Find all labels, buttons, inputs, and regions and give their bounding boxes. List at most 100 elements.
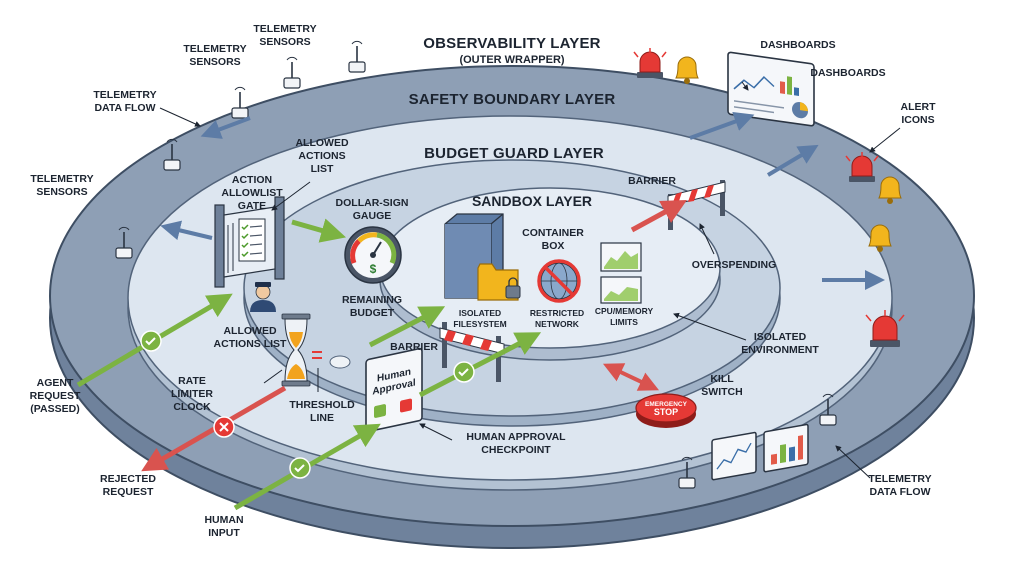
label-dollar-sign-gauge-b: GAUGE [353, 210, 392, 222]
arrow-inner-left [160, 220, 213, 241]
label-telemetry-sensors-1a: TELEMETRY [253, 23, 316, 35]
checkpoint-marker [329, 355, 351, 369]
label-rejected-request-b: REQUEST [103, 486, 154, 498]
label-dashboards-1: DASHBOARDS [760, 39, 835, 51]
rings [49, 65, 975, 549]
label-remaining-budget-a: REMAINING [342, 294, 402, 306]
label-action-allowlist-gate-c: GATE [238, 200, 266, 212]
check-circle-icon [289, 457, 311, 479]
label-agent-request-b: REQUEST [30, 390, 81, 402]
label-restricted-network-b: NETWORK [535, 319, 580, 329]
label-rate-limiter-clock-c: CLOCK [173, 401, 211, 413]
guard-icon [250, 282, 276, 312]
cpu-memory-charts-icon [600, 242, 642, 304]
thumbs-up-icon [374, 404, 386, 418]
observability-layer-title: OBSERVABILITY LAYER [423, 35, 600, 52]
label-isolated-environment-a: ISOLATED [754, 331, 807, 343]
label-human-approval-checkpoint-a: HUMAN APPROVAL [466, 431, 566, 443]
label-allowed-actions-list-top-a: ALLOWED [295, 137, 348, 149]
emergency-stop-button[interactable]: EMERGENCY STOP [635, 393, 697, 428]
antenna-icon [163, 138, 181, 171]
label-kill-switch-a: KILL [710, 373, 734, 385]
threshold-line-icon [312, 351, 322, 359]
label-alert-icons-a: ALERT [901, 101, 937, 113]
label-dashboards-2: DASHBOARDS [810, 67, 885, 79]
arrow-telemetry-in [200, 116, 251, 139]
check-circle-icon [453, 361, 475, 383]
label-threshold-line-b: LINE [310, 412, 334, 424]
label-allowed-actions-list-top-b: ACTIONS [298, 150, 345, 162]
label-alert-icons-b: ICONS [901, 114, 934, 126]
label-telemetry-sensors-3a: TELEMETRY [30, 173, 93, 185]
label-agent-request-c: (PASSED) [30, 403, 79, 415]
label-telemetry-data-flow-right-b: DATA FLOW [869, 486, 930, 498]
observability-layer-subtitle: (OUTER WRAPPER) [459, 54, 564, 66]
thumbs-down-icon [400, 398, 412, 413]
antenna-icon [819, 393, 837, 426]
label-allowed-actions-list-top-c: LIST [311, 163, 334, 175]
label-isolated-filesystem-a: ISOLATED [459, 308, 501, 318]
label-isolated-filesystem-b: FILESYSTEM [453, 319, 506, 329]
label-telemetry-data-flow-right-a: TELEMETRY [868, 473, 931, 485]
alarm-light-icon [633, 48, 667, 78]
bell-icon [878, 176, 902, 204]
label-telemetry-sensors-3b: SENSORS [36, 186, 87, 198]
telemetry-flow-arrows [160, 112, 885, 290]
label-isolated-environment-b: ENVIRONMENT [741, 344, 819, 356]
label-human-input-b: INPUT [208, 527, 240, 539]
folder-lock-icon [477, 263, 521, 301]
label-restricted-network-a: RESTRICTED [530, 308, 584, 318]
svg-text:$: $ [370, 262, 377, 276]
human-approval-card: Human Approval [365, 347, 423, 433]
annotation-labels: TELEMETRY SENSORS TELEMETRY SENSORS TELE… [30, 23, 936, 539]
label-container-box-b: BOX [542, 240, 565, 252]
label-allowed-actions-list-bottom-b: ACTIONS LIST [214, 338, 288, 350]
safety-boundary-layer-title: SAFETY BOUNDARY LAYER [409, 91, 616, 108]
request-flow-arrows [76, 200, 687, 511]
allowlist-to-budget-arrow [291, 218, 347, 243]
emergency-stop-line-2: STOP [654, 407, 678, 417]
label-overspending: OVERSPENDING [692, 259, 777, 271]
hourglass-icon [281, 313, 311, 387]
check-circle-icon [140, 330, 162, 352]
telemetry-sensors [115, 40, 837, 489]
antenna-icon [283, 56, 301, 89]
leader-lines [159, 81, 901, 479]
label-kill-switch-b: SWITCH [701, 386, 742, 398]
label-telemetry-sensors-2a: TELEMETRY [183, 43, 246, 55]
bell-icon [868, 224, 892, 252]
label-action-allowlist-gate-a: ACTION [232, 174, 272, 186]
dashboard-panel-bottom [711, 423, 809, 481]
alert-icons [633, 48, 905, 347]
label-threshold-line-a: THRESHOLD [289, 399, 355, 411]
alarm-light-icon [865, 310, 905, 347]
label-rate-limiter-clock-a: RATE [178, 375, 206, 387]
label-telemetry-sensors-2b: SENSORS [189, 56, 240, 68]
checklist-icon [238, 218, 266, 262]
approval-to-sandbox-arrow [418, 332, 542, 398]
restricted-network-icon [537, 259, 581, 303]
label-container-box-a: CONTAINER [522, 227, 584, 239]
label-human-input-a: HUMAN [204, 514, 243, 526]
budget-to-sandbox-arrow [368, 306, 446, 348]
budget-guard-layer-title: BUDGET GUARD LAYER [424, 145, 604, 162]
barrier-bottom-icon [439, 322, 505, 382]
label-rate-limiter-clock-b: LIMITER [171, 388, 213, 400]
antenna-icon [115, 226, 133, 259]
emergency-stop-line-1: EMERGENCY [645, 401, 688, 408]
alarm-light-icon [845, 152, 879, 182]
label-telemetry-sensors-1b: SENSORS [259, 36, 310, 48]
dashboard-panel-top [727, 51, 815, 127]
label-telemetry-data-flow-left-b: DATA FLOW [94, 102, 155, 114]
label-rejected-request-a: REJECTED [100, 473, 156, 485]
label-action-allowlist-gate-b: ALLOWLIST [221, 187, 283, 199]
label-agent-request-a: AGENT [37, 377, 74, 389]
label-barrier-top: BARRIER [628, 175, 676, 187]
antenna-icon [348, 40, 366, 73]
label-cpu-memory-limits-b: LIMITS [610, 317, 638, 327]
antenna-icon [231, 86, 249, 119]
action-allowlist-gate [214, 196, 285, 288]
x-circle-icon [213, 416, 235, 438]
label-remaining-budget-b: BUDGET [350, 307, 395, 319]
